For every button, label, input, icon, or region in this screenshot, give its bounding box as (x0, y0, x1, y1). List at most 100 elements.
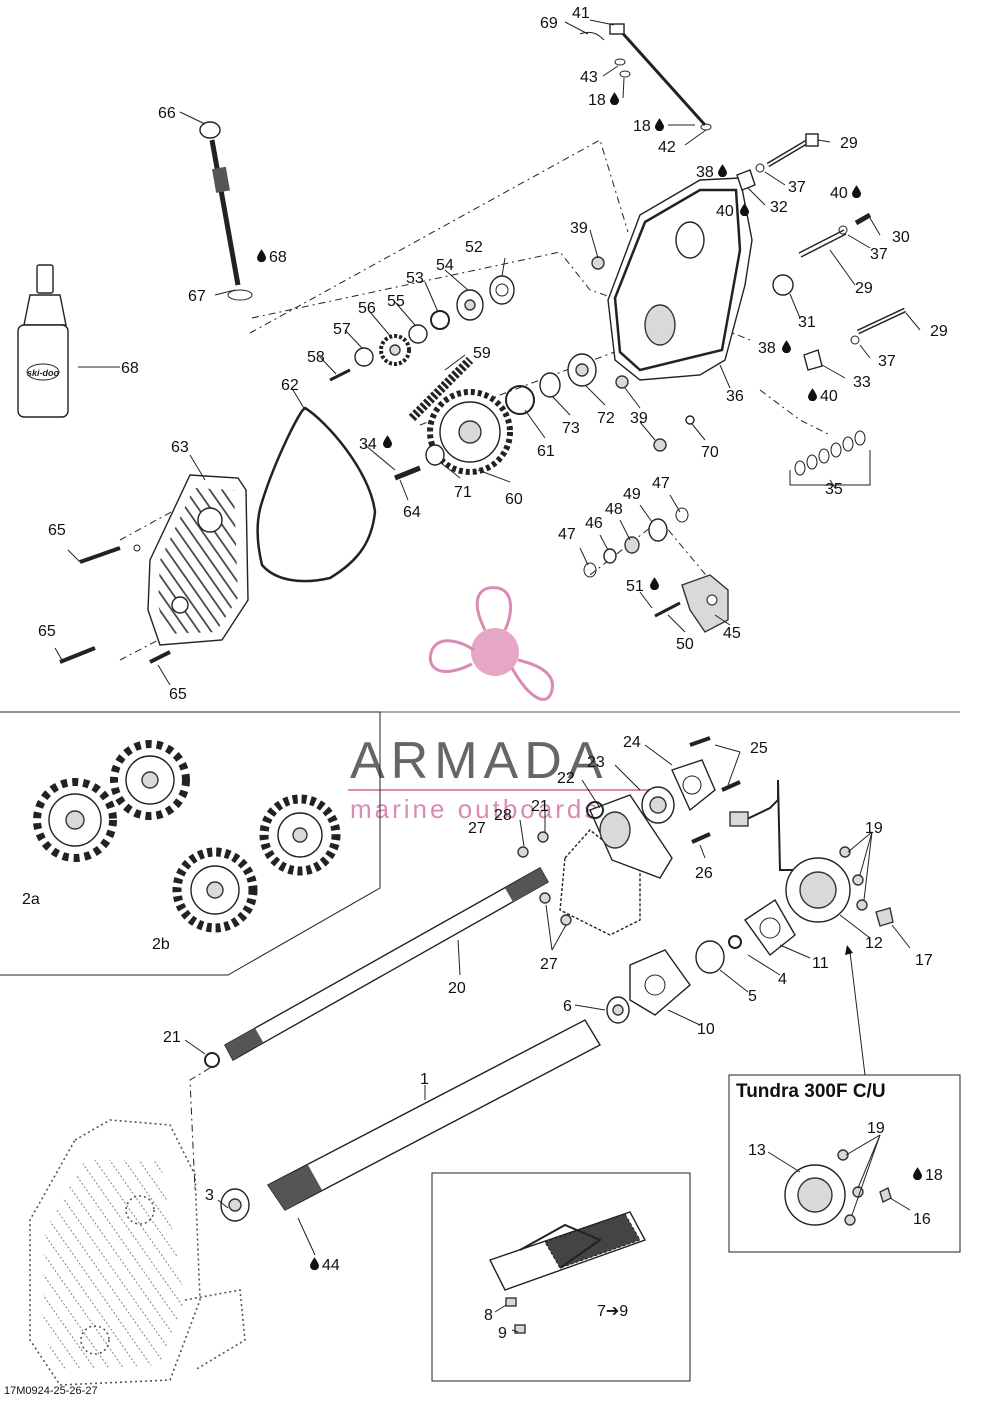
label-68-bottle: 68 (121, 360, 139, 377)
label-8: 8 (484, 1307, 493, 1324)
sprocket-2a-rear (110, 740, 190, 820)
label-32: 32 (770, 199, 788, 216)
cover-gasket (256, 406, 377, 583)
axle-1 (266, 1019, 601, 1211)
sprocket-2a-front (33, 778, 117, 862)
label-11: 11 (812, 955, 829, 972)
drawing-code: 17M0924-25-26-27 (4, 1385, 98, 1397)
sprocket-options-box (0, 711, 381, 976)
propeller-logo (428, 586, 554, 701)
label-62: 62 (281, 377, 299, 394)
label-59: 59 (473, 345, 491, 362)
label-47-bottom: 47 (558, 526, 576, 543)
inset-title: Tundra 300F C/U (736, 1081, 886, 1102)
label-12: 12 (865, 935, 883, 952)
bolts-right (736, 133, 907, 371)
bottle-brand-label: ski-doo (27, 368, 60, 378)
label-40-right: 40 (830, 185, 848, 202)
label-17: 17 (915, 952, 933, 969)
label-67: 67 (188, 288, 206, 305)
label-24: 24 (623, 734, 641, 751)
drive-sprockets (33, 740, 341, 933)
label-51: 51 (626, 578, 644, 595)
watermark: ARMADA marine outboards (348, 586, 652, 824)
label-18-middle: 18 (633, 118, 651, 135)
label-30: 30 (892, 229, 910, 246)
drive-shaft-20 (224, 867, 549, 1061)
chaincase-reference-outline (29, 1119, 246, 1386)
label-54: 54 (436, 257, 454, 274)
label-71: 71 (454, 484, 472, 501)
label-73: 73 (562, 420, 580, 437)
bearing-housing-group (517, 736, 741, 936)
label-45: 45 (723, 625, 741, 642)
label-25: 25 (750, 740, 768, 757)
label-53: 53 (406, 270, 424, 287)
label-55: 55 (387, 293, 405, 310)
track-section (489, 1211, 647, 1291)
label-70: 70 (701, 444, 719, 461)
label-37-top: 37 (788, 179, 806, 196)
label-39-bottom: 39 (630, 410, 648, 427)
label-38-top: 38 (696, 164, 714, 181)
small-sprocket (379, 334, 411, 366)
label-37-bottom: 37 (878, 353, 896, 370)
shim-set (789, 430, 871, 486)
oil-bottle: ski-doo (17, 264, 69, 418)
variant-inset-box (728, 1074, 961, 1253)
label-58: 58 (307, 349, 325, 366)
label-10: 10 (697, 1021, 715, 1038)
label-65-top: 65 (48, 522, 66, 539)
drive-chain (408, 356, 474, 422)
tensioner-rod (616, 26, 707, 127)
label-21-lower: 21 (163, 1029, 181, 1046)
label-56: 56 (358, 300, 376, 317)
label-13: 13 (748, 1142, 766, 1159)
label-9: 9 (498, 1325, 507, 1342)
label-61: 61 (537, 443, 555, 460)
label-36: 36 (726, 388, 744, 405)
label-16: 16 (913, 1211, 931, 1228)
label-64: 64 (403, 504, 421, 521)
label-4: 4 (778, 971, 787, 988)
track-clip-box (431, 1172, 691, 1382)
sprocket-2b-front (172, 847, 258, 933)
label-57: 57 (333, 321, 351, 338)
label-1: 1 (420, 1071, 429, 1088)
label-44: 44 (322, 1257, 340, 1274)
label-34: 34 (359, 436, 377, 453)
large-sprocket (427, 389, 513, 475)
label-63: 63 (171, 439, 189, 456)
spacer-71 (425, 444, 445, 466)
label-21-upper: 21 (531, 798, 549, 815)
label-41: 41 (572, 5, 590, 22)
label-29-bottom: 29 (930, 323, 948, 340)
label-39-top: 39 (570, 220, 588, 237)
dipstick (199, 121, 253, 301)
label-2a: 2a (22, 891, 40, 908)
label-2b: 2b (152, 936, 170, 953)
chaincase-housing (607, 177, 753, 381)
label-65-middle: 65 (38, 623, 56, 640)
label-23: 23 (587, 754, 605, 771)
label-69: 69 (540, 15, 558, 32)
watermark-brand: ARMADA (350, 732, 608, 790)
label-33: 33 (853, 374, 871, 391)
label-3: 3 (205, 1187, 214, 1204)
washer (408, 324, 428, 344)
label-38-bottom: 38 (758, 340, 776, 357)
label-19-main: 19 (865, 820, 883, 837)
circlip-61 (505, 385, 535, 415)
sprocket-2b-rear (259, 794, 341, 876)
reference-labels: 41 69 43 18 18 42 29 38 37 40 32 40 30 3… (4, 5, 948, 1397)
label-27-upper: 27 (468, 820, 486, 837)
label-6: 6 (563, 998, 572, 1015)
label-28: 28 (494, 807, 512, 824)
label-26: 26 (695, 865, 713, 882)
label-37-middle: 37 (870, 246, 888, 263)
label-40-bottom: 40 (820, 388, 838, 405)
label-29-middle: 29 (855, 280, 873, 297)
label-48: 48 (605, 501, 623, 518)
label-52: 52 (465, 239, 483, 256)
